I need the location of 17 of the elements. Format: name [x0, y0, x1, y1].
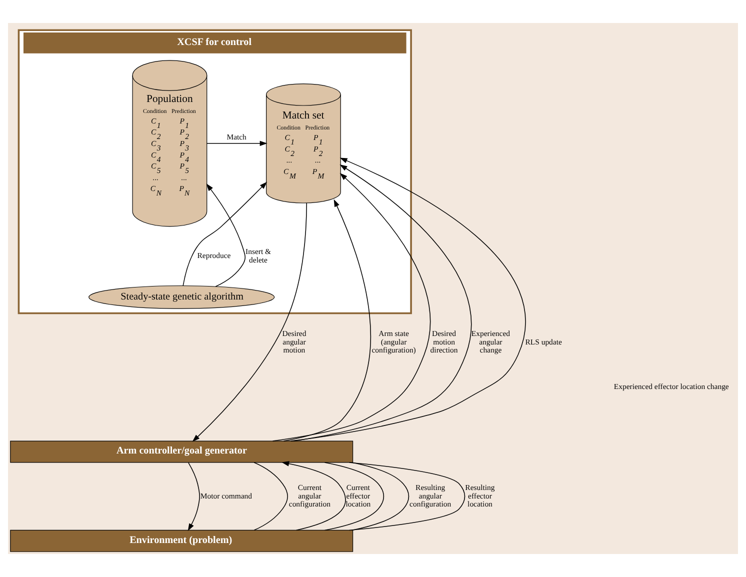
node-box: Arm controller/goal generator: [10, 440, 354, 463]
node-box: Environment (problem): [10, 530, 354, 552]
arrow: [188, 462, 200, 532]
arrow: [293, 164, 472, 442]
node-ellipse: Steady-state genetic algorithm: [88, 285, 275, 309]
connector: [352, 462, 410, 531]
arrow: [290, 158, 526, 442]
arrow: [272, 173, 431, 442]
arrow: [206, 184, 246, 287]
arrow: [206, 140, 268, 146]
connector: [348, 462, 466, 531]
connector: [324, 462, 384, 531]
connector: [254, 462, 288, 531]
arrow: [283, 199, 372, 442]
arrow: [182, 182, 268, 286]
arrow: [282, 461, 346, 531]
arrow: [192, 202, 308, 442]
